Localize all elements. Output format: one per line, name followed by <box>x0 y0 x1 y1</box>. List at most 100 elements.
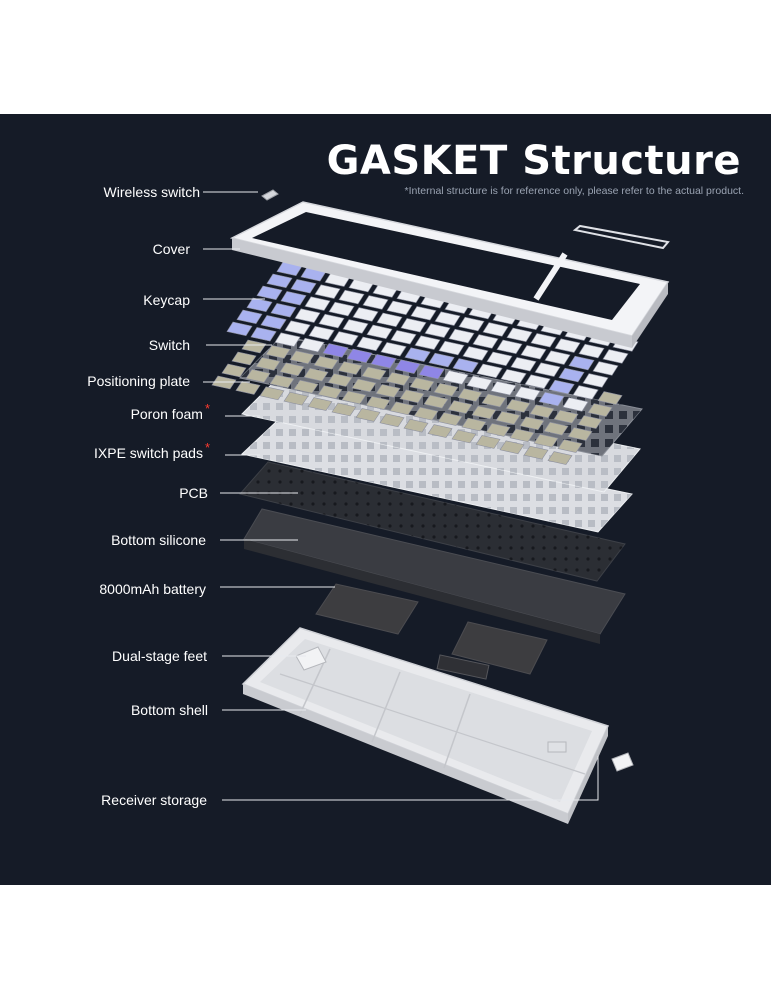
keycap-unit <box>318 313 345 329</box>
keycap-unit <box>558 367 585 383</box>
keycap-unit <box>544 350 571 365</box>
receiver <box>547 741 634 772</box>
keycap-unit <box>290 279 317 294</box>
keycap-unit <box>356 336 383 352</box>
keycap-unit <box>338 289 365 305</box>
keycap-unit <box>366 324 393 340</box>
switch-unit <box>337 361 363 375</box>
keycap-unit <box>332 331 359 346</box>
switch-unit <box>447 400 473 414</box>
keycap-unit <box>274 332 301 347</box>
keycap-unit <box>256 285 283 301</box>
keycap-unit <box>482 322 509 337</box>
switch-unit <box>547 451 573 465</box>
label-bottom-silicone: Bottom silicone <box>111 532 206 548</box>
switch-unit <box>427 424 453 438</box>
keycap-unit <box>534 362 561 377</box>
switch-unit <box>331 402 357 417</box>
diagram-title: GASKET Structure <box>326 138 741 184</box>
keycap-unit <box>458 316 485 332</box>
switch-unit <box>313 355 339 370</box>
keycap-unit <box>582 373 609 388</box>
switch-unit <box>389 401 415 416</box>
keycap-unit <box>266 273 293 289</box>
keycap-unit <box>342 319 369 334</box>
switch-unit <box>355 408 381 422</box>
switch-unit <box>307 397 333 411</box>
battery-cells <box>315 583 548 680</box>
switch-unit <box>557 439 583 453</box>
keycap-unit <box>462 346 489 361</box>
keycap-unit <box>486 351 513 367</box>
switch-unit <box>495 411 521 425</box>
keycap-unit <box>304 296 331 311</box>
keycap-unit <box>346 348 373 364</box>
keycap-unit <box>250 327 277 342</box>
keycap-unit <box>506 327 533 343</box>
keycap-unit <box>530 333 557 348</box>
keycap-unit <box>500 369 527 384</box>
keycap-unit <box>236 309 263 325</box>
switch-unit <box>365 396 391 410</box>
keycap-unit <box>376 312 403 328</box>
pcb <box>239 461 626 582</box>
label-pcb: PCB <box>179 485 208 501</box>
keycap-unit <box>314 284 341 299</box>
keycap-unit <box>424 323 451 338</box>
keycap-unit <box>226 321 253 337</box>
switch-unit <box>505 399 531 413</box>
switch-unit <box>409 377 435 392</box>
keycap-unit <box>380 342 407 357</box>
label-receiver-storage: Receiver storage <box>101 792 207 808</box>
keycap-unit <box>246 297 273 313</box>
bottom-silicone <box>243 508 626 644</box>
keycap-unit <box>284 320 311 335</box>
switch-unit <box>481 393 507 408</box>
disclaimer-note: *Internal structure is for reference onl… <box>404 185 744 197</box>
switch-unit <box>587 403 613 417</box>
keycap-unit <box>562 397 589 412</box>
switch-unit <box>519 416 545 431</box>
switch-unit <box>577 415 603 429</box>
label-cover: Cover <box>152 241 190 257</box>
keycap-unit <box>538 391 565 407</box>
keycap-unit <box>466 375 493 391</box>
keycap-unit <box>280 291 307 306</box>
switch-unit <box>385 372 411 386</box>
switch-unit <box>597 391 623 405</box>
label-switch: Switch <box>148 337 190 353</box>
keycap-unit <box>472 334 499 349</box>
switches <box>211 315 623 465</box>
label-bottom-shell: Bottom shell <box>130 702 208 718</box>
leader-lines <box>203 191 599 801</box>
label-ixpe-switch-pads: IXPE switch pads* <box>94 440 210 461</box>
keycap-unit <box>434 311 461 326</box>
keycap-unit <box>554 338 581 353</box>
switch-unit <box>451 429 477 444</box>
switch-unit <box>361 366 387 381</box>
keycap-unit <box>490 381 517 396</box>
switch-unit <box>399 389 425 404</box>
switch-unit <box>327 373 353 387</box>
positioning-plate <box>238 335 643 457</box>
switch-unit <box>433 382 459 397</box>
keycap-unit <box>352 307 379 322</box>
keycap-unit <box>362 295 389 310</box>
keycap-unit <box>520 345 547 360</box>
switch-unit <box>499 440 525 455</box>
switch-unit <box>289 350 315 365</box>
switch-unit <box>523 445 549 460</box>
switch-unit <box>533 433 559 448</box>
switch-unit <box>461 417 487 432</box>
keycap-unit <box>428 352 455 368</box>
switch-unit <box>303 367 329 382</box>
keycap-unit <box>322 343 349 358</box>
switch-unit <box>279 362 305 377</box>
keycap-unit <box>476 363 503 379</box>
keycap-unit <box>578 343 605 359</box>
keycap-unit <box>568 355 595 371</box>
keycap-unit <box>438 340 465 356</box>
switch-unit <box>437 412 463 426</box>
label-battery: 8000mAh battery <box>99 581 206 597</box>
keycap-unit <box>410 306 437 321</box>
